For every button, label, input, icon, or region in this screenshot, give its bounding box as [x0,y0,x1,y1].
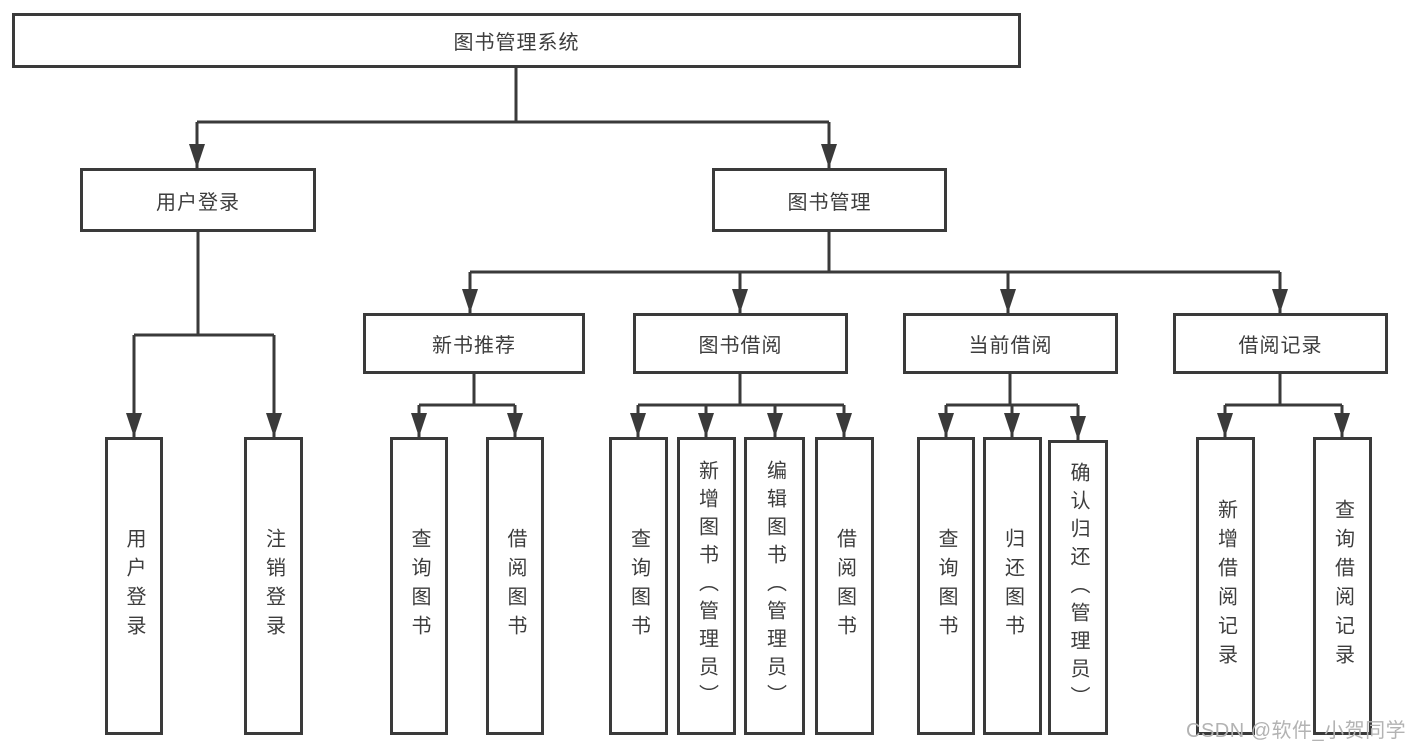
leaf-query-books-current: 查询图书 [917,437,975,735]
leaf-query-books-current-label: 查询图书 [935,528,957,644]
leaf-add-books-admin-label: 新增图书（管理员） [695,460,718,712]
leaf-borrow-books-recommend-label: 借阅图书 [504,528,526,644]
node-user-login-label: 用户登录 [156,191,240,214]
leaf-query-books-recommend: 查询图书 [390,437,448,735]
leaf-edit-books-admin-label: 编辑图书（管理员） [763,460,786,712]
leaf-edit-books-admin: 编辑图书（管理员） [744,437,805,735]
leaf-add-borrow-record-label: 新增借阅记录 [1214,499,1237,673]
node-new-book-recommend-label: 新书推荐 [432,335,516,357]
leaf-borrow-books-borrowing: 借阅图书 [815,437,874,735]
leaf-add-books-admin: 新增图书（管理员） [677,437,736,735]
leaf-query-books-recommend-label: 查询图书 [408,528,430,644]
leaf-user-login-label: 用户登录 [123,528,145,644]
node-current-borrowing-label: 当前借阅 [968,335,1053,357]
leaf-query-borrow-record: 查询借阅记录 [1313,437,1372,735]
leaf-borrow-books-borrowing-label: 借阅图书 [833,528,856,644]
leaf-query-borrow-record-label: 查询借阅记录 [1331,499,1354,673]
leaf-query-books-borrowing-label: 查询图书 [627,528,650,644]
node-new-book-recommend: 新书推荐 [363,313,585,374]
csdn-watermark: CSDN @软件_小贺同学 [1186,720,1405,742]
leaf-return-books-label: 归还图书 [1001,528,1024,644]
node-borrowing-records-label: 借阅记录 [1238,335,1323,357]
leaf-return-books: 归还图书 [983,437,1042,735]
leaf-borrow-books-recommend: 借阅图书 [486,437,544,735]
leaf-user-login: 用户登录 [105,437,163,735]
node-borrowing-records: 借阅记录 [1173,313,1388,374]
leaf-confirm-return-admin-label: 确认归还（管理员） [1067,461,1089,714]
node-root: 图书管理系统 [12,13,1021,68]
leaf-add-borrow-record: 新增借阅记录 [1196,437,1255,735]
node-root-label: 图书管理系统 [453,32,580,54]
node-current-borrowing: 当前借阅 [903,313,1118,374]
leaf-confirm-return-admin: 确认归还（管理员） [1048,440,1108,735]
node-user-login: 用户登录 [80,168,316,232]
leaf-query-books-borrowing: 查询图书 [609,437,668,735]
leaf-logout: 注销登录 [244,437,303,735]
node-book-management: 图书管理 [712,168,947,232]
node-book-borrowing-label: 图书借阅 [698,335,783,357]
node-book-management-label: 图书管理 [787,191,872,214]
node-book-borrowing: 图书借阅 [633,313,848,374]
leaf-logout-label: 注销登录 [262,528,285,644]
